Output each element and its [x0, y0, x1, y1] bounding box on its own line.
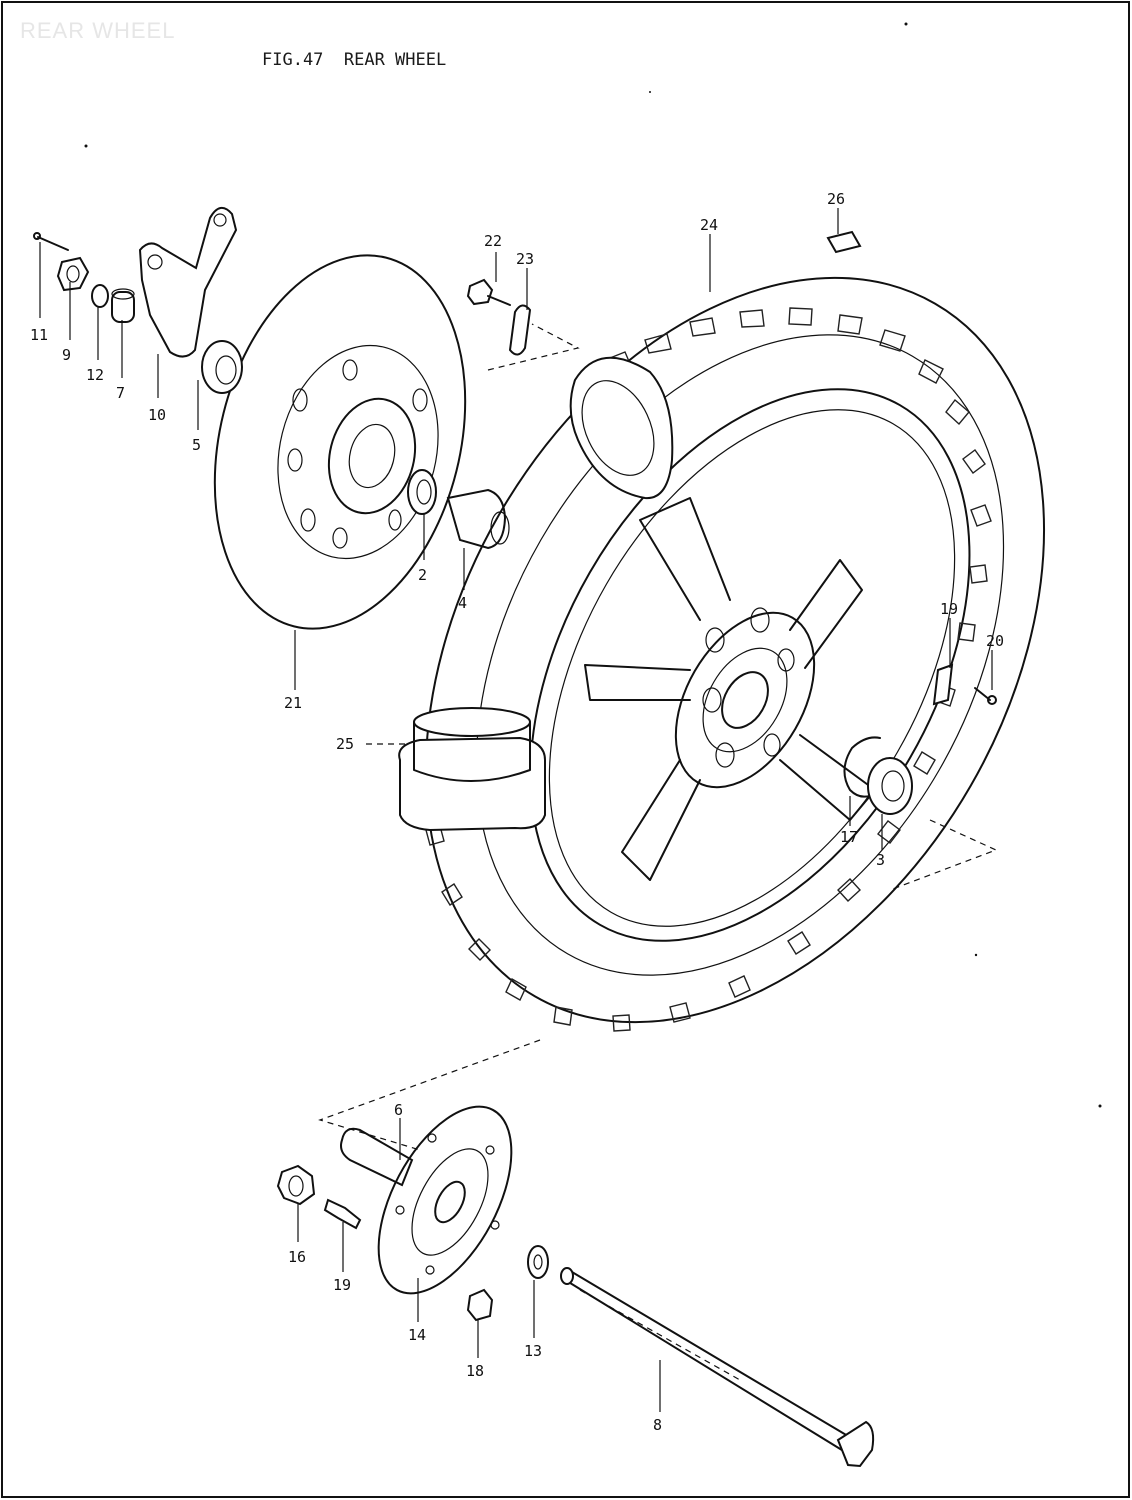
callout-12: 12: [86, 366, 104, 384]
bearing-and-spacer: [407, 469, 510, 550]
callout-16: 16: [288, 1248, 306, 1266]
callout-14: 14: [408, 1326, 426, 1344]
callout-8: 8: [653, 1416, 662, 1434]
callout-17: 17: [840, 828, 858, 846]
callout-5: 5: [192, 436, 201, 454]
callout-10: 10: [148, 406, 166, 424]
callout-22: 22: [484, 232, 502, 250]
bearing-and-circlip: [843, 736, 913, 815]
tire-and-wheel: [424, 276, 1046, 1032]
callout-3: 3: [876, 851, 885, 869]
callout-7: 7: [116, 384, 125, 402]
watermark-text: REAR WHEEL: [20, 18, 176, 43]
callout-2: 2: [418, 566, 427, 584]
bolt-and-lock-plate: [466, 278, 532, 356]
callout-19-bottom: 19: [333, 1276, 351, 1294]
scan-specks: [84, 22, 1102, 1108]
callout-24: 24: [700, 216, 718, 234]
callout-20: 20: [986, 632, 1004, 650]
valve-cap: [826, 230, 862, 254]
balance-weight-and-valve: [932, 663, 997, 706]
callout-18: 18: [466, 1362, 484, 1380]
callout-6: 6: [394, 1101, 403, 1119]
sprocket-hub-assembly: [276, 1105, 875, 1468]
tire-section-top: [569, 356, 674, 500]
callout-26: 26: [827, 190, 845, 208]
callout-19-right: 19: [940, 600, 958, 618]
callout-9: 9: [62, 346, 71, 364]
tire-section-bottom: [398, 707, 546, 832]
callout-numbers: 11 9 12 7 10 5 2 4 21 22 23 24 26 19 20 …: [30, 190, 1004, 1434]
callout-13: 13: [524, 1342, 542, 1360]
leader-lines: [39, 208, 998, 1412]
callout-23: 23: [516, 250, 534, 268]
caliper-bracket-parts: [33, 207, 243, 394]
callout-21: 21: [284, 694, 302, 712]
callout-25: 25: [336, 735, 354, 753]
brake-disc: [213, 254, 467, 630]
figure-title: FIG.47 REAR WHEEL: [262, 50, 447, 70]
callout-4: 4: [458, 594, 467, 612]
callout-11: 11: [30, 326, 48, 344]
